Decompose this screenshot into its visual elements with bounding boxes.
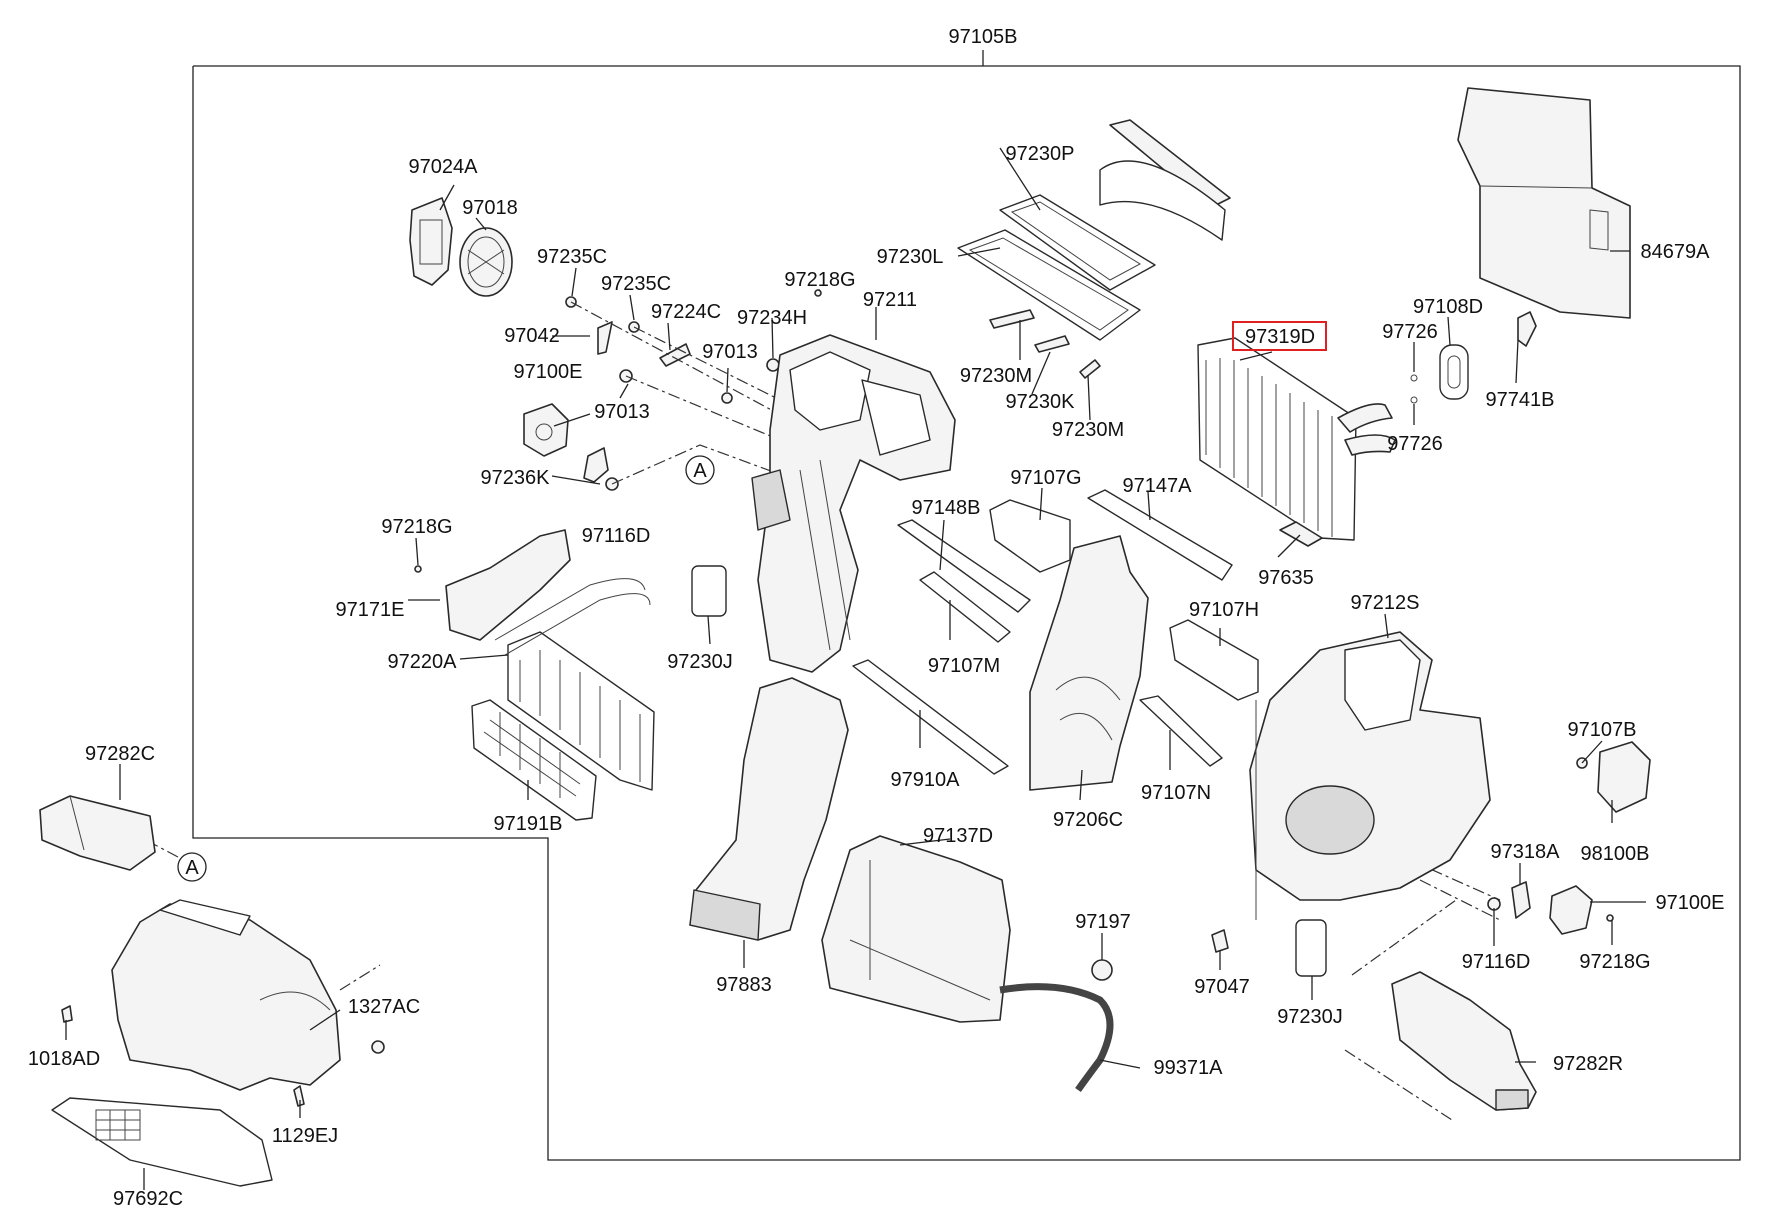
part-labels: 97105B 97024A 97018 97235C 97235C 97224C…	[28, 26, 1725, 1210]
label-97234h[interactable]: 97234H	[737, 307, 807, 329]
label-97230m-2[interactable]: 97230M	[1052, 419, 1124, 441]
hose-99371a-shape	[999, 959, 1114, 1093]
callout-a-lower-text: A	[185, 857, 199, 879]
label-84679a[interactable]: 84679A	[1641, 241, 1711, 263]
clips-left-shapes	[414, 289, 822, 573]
duct-97883-shape	[689, 677, 849, 941]
label-97100e-1[interactable]: 97100E	[514, 361, 583, 383]
shroud-97206c-shape	[1029, 535, 1149, 791]
label-98100b[interactable]: 98100B	[1581, 843, 1650, 865]
label-97692c[interactable]: 97692C	[113, 1188, 183, 1210]
plate-97692c-shape	[51, 1097, 273, 1187]
label-97230j-2[interactable]: 97230J	[1277, 1006, 1343, 1028]
callout-a-upper: A	[685, 455, 715, 485]
label-1129ej[interactable]: 1129EJ	[272, 1125, 338, 1147]
label-97218g-3[interactable]: 97218G	[1579, 951, 1650, 973]
label-97107h[interactable]: 97107H	[1189, 599, 1259, 621]
label-97236k[interactable]: 97236K	[481, 467, 551, 489]
bracket-97635-shape	[1279, 521, 1323, 547]
label-97047[interactable]: 97047	[1194, 976, 1250, 998]
label-97726-2[interactable]: 97726	[1387, 433, 1443, 455]
label-97137d[interactable]: 97137D	[923, 825, 993, 847]
actuator-97100e-shape	[523, 403, 569, 457]
label-97013-1[interactable]: 97013	[702, 341, 758, 363]
label-97230l[interactable]: 97230L	[877, 246, 944, 268]
label-97013-2[interactable]: 97013	[594, 401, 650, 423]
label-97147a[interactable]: 97147A	[1123, 475, 1193, 497]
case-97212s-shape	[1249, 631, 1491, 920]
label-97211[interactable]: 97211	[863, 289, 917, 311]
label-97319d[interactable]: 97319D	[1245, 326, 1315, 348]
lever-97236k-shape	[583, 447, 609, 483]
label-97318a[interactable]: 97318A	[1491, 841, 1561, 863]
seal-97230j-right-shape	[1295, 919, 1327, 977]
callout-a-lower: A	[177, 852, 207, 882]
label-97741b[interactable]: 97741B	[1486, 389, 1555, 411]
label-97282r[interactable]: 97282R	[1553, 1053, 1623, 1075]
highlight-box-97319d	[1232, 321, 1327, 351]
label-97107m[interactable]: 97107M	[928, 655, 1000, 677]
label-97024a[interactable]: 97024A	[409, 156, 479, 178]
case-97211-shape	[751, 334, 956, 673]
label-1327ac[interactable]: 1327AC	[348, 996, 420, 1018]
label-97197[interactable]: 97197	[1075, 911, 1131, 933]
label-97230p[interactable]: 97230P	[1006, 143, 1075, 165]
panel-84679a-shape	[1457, 87, 1631, 319]
label-97191b[interactable]: 97191B	[494, 813, 563, 835]
assembly-boundary	[192, 50, 1741, 1161]
case-97137d-shape	[821, 835, 1011, 1023]
label-97100e-2[interactable]: 97100E	[1656, 892, 1725, 914]
leader-lines	[65, 147, 1646, 1190]
seal-97230j-shape	[691, 565, 727, 617]
label-97218g-2[interactable]: 97218G	[784, 269, 855, 291]
label-97042[interactable]: 97042	[504, 325, 560, 347]
label-97107b[interactable]: 97107B	[1568, 719, 1637, 741]
heater-97220a-shape	[445, 529, 655, 791]
filter-97191b-shape	[471, 699, 597, 821]
label-97220a[interactable]: 97220A	[388, 651, 458, 673]
label-99371a[interactable]: 99371A	[1154, 1057, 1224, 1079]
label-97230k[interactable]: 97230K	[1006, 391, 1076, 413]
label-97282c[interactable]: 97282C	[85, 743, 155, 765]
label-97107n[interactable]: 97107N	[1141, 782, 1211, 804]
label-1018ad[interactable]: 1018AD	[28, 1048, 100, 1070]
label-97635[interactable]: 97635	[1258, 567, 1314, 589]
grille-97018-shape	[459, 227, 513, 297]
label-97206c[interactable]: 97206C	[1053, 809, 1123, 831]
label-97235c-2[interactable]: 97235C	[601, 273, 671, 295]
label-97230m-1[interactable]: 97230M	[960, 365, 1032, 387]
label-97726-1[interactable]: 97726	[1382, 321, 1438, 343]
label-97171e[interactable]: 97171E	[336, 599, 405, 621]
doors-seals-shapes	[852, 489, 1233, 775]
label-97212s[interactable]: 97212S	[1351, 592, 1420, 614]
label-97018[interactable]: 97018	[462, 197, 518, 219]
callout-a-upper-text: A	[693, 460, 707, 482]
label-97883[interactable]: 97883	[716, 974, 772, 996]
label-97116d-1[interactable]: 97116D	[582, 525, 651, 547]
label-97116d-2[interactable]: 97116D	[1462, 951, 1531, 973]
label-97148b[interactable]: 97148B	[912, 497, 981, 519]
subassembly-left-shape	[61, 899, 385, 1107]
label-97107g[interactable]: 97107G	[1010, 467, 1081, 489]
gasket-orings-shapes	[1410, 311, 1537, 404]
label-97224c[interactable]: 97224C	[651, 301, 721, 323]
doors-right-shapes	[1139, 619, 1259, 767]
evaporator-core-97319d-shape	[1197, 337, 1396, 541]
label-97218g-1[interactable]: 97218G	[381, 516, 452, 538]
label-97910a[interactable]: 97910A	[891, 769, 961, 791]
clip-97047-shape	[1211, 929, 1229, 953]
filter-frames-shapes	[957, 119, 1231, 379]
actuators-right-shapes	[1487, 741, 1651, 935]
label-97235c-1[interactable]: 97235C	[537, 246, 607, 268]
label-97105b[interactable]: 97105B	[949, 26, 1018, 48]
label-97108d[interactable]: 97108D	[1413, 296, 1483, 318]
duct-97282c-shape	[39, 795, 156, 871]
duct-97282r-shape	[1391, 971, 1537, 1111]
label-97230j-1[interactable]: 97230J	[667, 651, 733, 673]
bracket-97024a-shape	[409, 197, 453, 286]
